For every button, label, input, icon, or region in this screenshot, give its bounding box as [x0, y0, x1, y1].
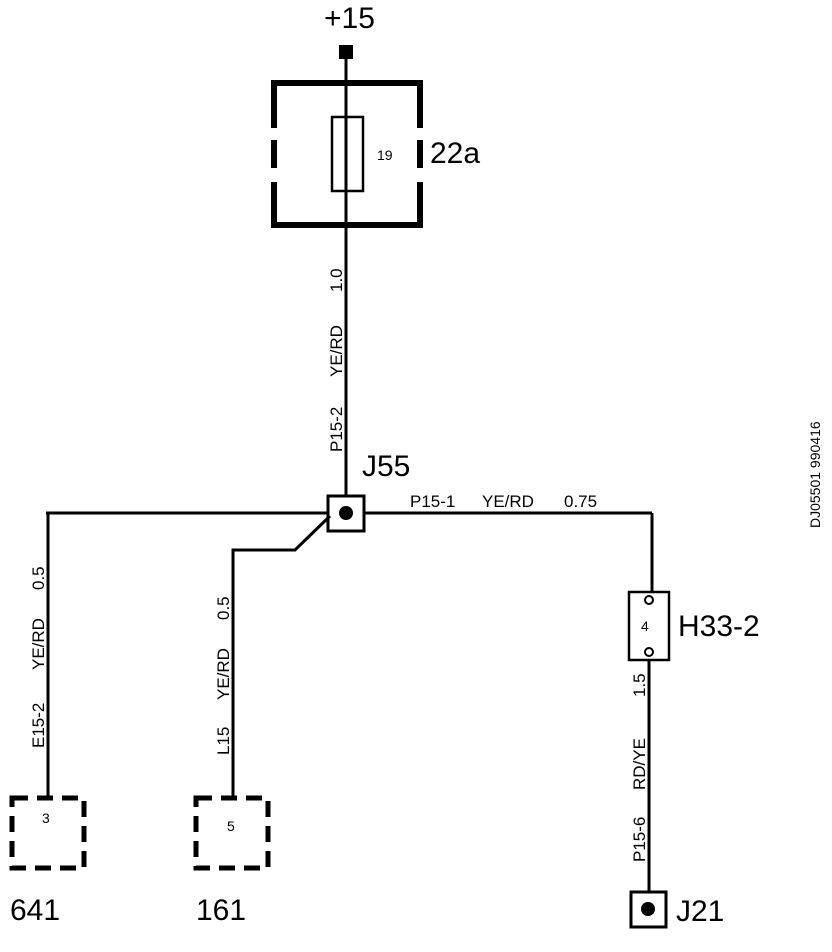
left-wire-2-size: 0.5: [214, 596, 233, 620]
main-wire-size: 1.0: [327, 268, 346, 292]
component-641-box: [9, 795, 87, 871]
component-161-box: [193, 795, 271, 871]
connector-h33-pin-top: [644, 595, 654, 605]
left-wire-1-color: YE/RD: [29, 618, 48, 670]
junction-j55-dot: [339, 506, 353, 520]
component-641-label: 641: [10, 894, 60, 927]
lower-right-wire-size: 1.5: [630, 673, 649, 697]
right-wire-color: YE/RD: [482, 492, 534, 511]
connector-h33-label: H33-2: [678, 610, 760, 643]
right-wire-size: 0.75: [564, 492, 597, 511]
left-wire-2-color: YE/RD: [214, 648, 233, 700]
main-wire-id: P15-2: [327, 407, 346, 452]
connector-h33-pin-bottom: [644, 647, 654, 657]
component-641-pin: 3: [42, 810, 50, 826]
supply-label: +15: [324, 2, 375, 35]
connector-h33-pin: 4: [641, 618, 649, 634]
main-wire-color: YE/RD: [327, 325, 346, 377]
component-161-pin: 5: [227, 818, 235, 834]
junction-j21-dot: [641, 902, 655, 916]
supply-terminal: [339, 45, 353, 59]
left-wire-1-id: E15-2: [29, 703, 48, 748]
left-wire-2-id: L15: [214, 727, 233, 755]
document-id: DJ05501 990416: [807, 421, 823, 528]
junction-j55-label: J55: [362, 450, 410, 483]
left-wire-1-size: 0.5: [29, 566, 48, 590]
component-161-label: 161: [196, 894, 246, 927]
fuse-number: 19: [377, 147, 393, 163]
lower-right-wire-color: RD/YE: [630, 738, 649, 790]
lower-right-wire-id: P15-6: [630, 817, 649, 862]
fuse-box-label: 22a: [430, 137, 480, 170]
junction-j21-label: J21: [676, 895, 724, 928]
left-wire-2: [231, 514, 332, 798]
right-wire-id: P15-1: [410, 492, 455, 511]
